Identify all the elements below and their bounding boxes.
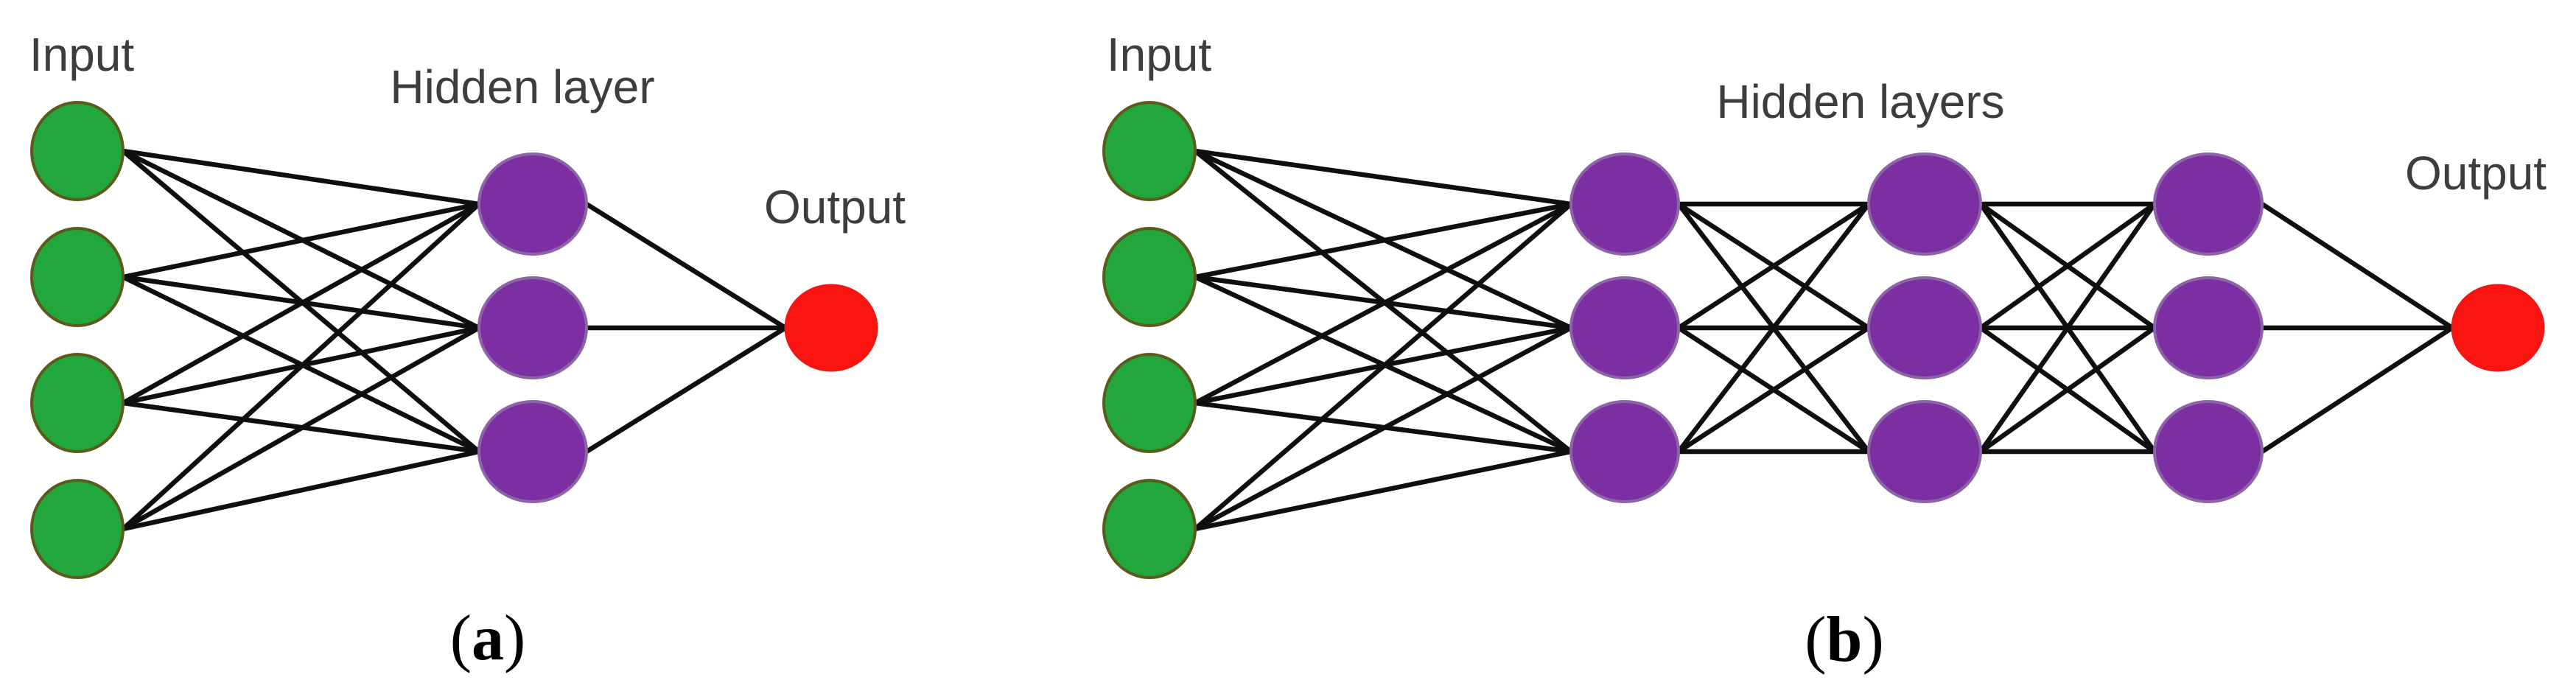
edge-b <box>1192 201 1574 532</box>
edge-a <box>120 201 482 280</box>
edge-a <box>120 148 482 207</box>
edge-b <box>1192 201 1574 280</box>
hidden-node-b-3 <box>2153 400 2264 503</box>
nodes-b <box>1102 101 2545 579</box>
edge-a <box>120 449 482 532</box>
hidden-label-b: Hidden layers <box>1716 75 2004 128</box>
nodes-a <box>30 101 878 579</box>
caption-a: (a) <box>450 603 526 674</box>
hidden-node-a-2 <box>477 276 588 379</box>
edge-b <box>1192 325 1574 532</box>
edges-b <box>1192 148 2455 532</box>
hidden-node-b-3 <box>1867 400 1982 503</box>
hidden-node-b-2 <box>1569 276 1680 379</box>
edge-b <box>1192 148 1574 207</box>
input-node-a-4 <box>30 479 125 579</box>
hidden-node-b-2 <box>1867 276 1982 379</box>
edge-a <box>120 201 482 532</box>
input-node-a-3 <box>30 353 125 453</box>
hidden-node-b-3 <box>1569 400 1680 503</box>
input-label-a: Input <box>29 28 135 81</box>
edge-b <box>1978 201 2157 331</box>
edge-a <box>120 201 482 406</box>
input-node-b-3 <box>1102 353 1197 453</box>
edge-b <box>2259 201 2455 331</box>
input-label-b: Input <box>1107 28 1212 81</box>
input-node-b-1 <box>1102 101 1197 201</box>
hidden-node-b-2 <box>2153 276 2264 379</box>
hidden-label-a: Hidden layer <box>390 60 654 113</box>
hidden-node-b-1 <box>1867 153 1982 256</box>
edge-b <box>1676 325 1872 455</box>
edge-b <box>1676 201 1872 331</box>
edge-b <box>1676 201 1872 455</box>
edge-b <box>1978 325 2157 455</box>
input-node-b-4 <box>1102 479 1197 579</box>
edges-a <box>120 148 788 532</box>
caption-b: (b) <box>1805 604 1884 676</box>
input-node-a-2 <box>30 227 125 327</box>
edge-a <box>584 325 788 455</box>
edge-a <box>584 201 788 331</box>
edge-b <box>1192 449 1574 532</box>
input-node-a-1 <box>30 101 125 201</box>
hidden-node-a-3 <box>477 400 588 503</box>
hidden-node-b-1 <box>2153 153 2264 256</box>
hidden-node-a-1 <box>477 153 588 256</box>
output-label-b: Output <box>2405 147 2547 200</box>
edge-b <box>1192 201 1574 406</box>
edge-b <box>1978 201 2157 455</box>
input-node-b-2 <box>1102 227 1197 327</box>
hidden-node-b-1 <box>1569 153 1680 256</box>
edge-b <box>2259 325 2455 455</box>
output-label-a: Output <box>764 180 906 234</box>
output-node-b-1 <box>2451 284 2545 372</box>
output-node-a-1 <box>784 284 878 372</box>
edge-a <box>120 325 482 532</box>
